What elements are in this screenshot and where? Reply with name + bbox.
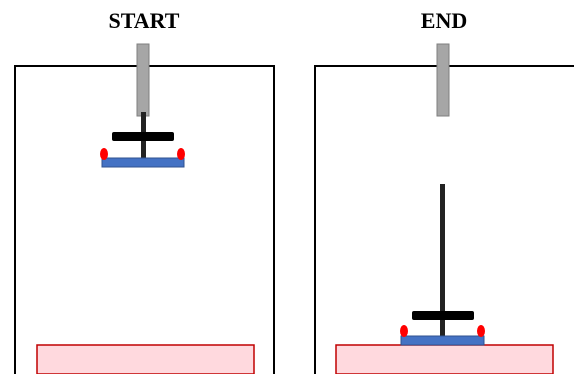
end-panel-title: END [420, 8, 468, 33]
start-panel-title: START [108, 8, 180, 33]
end-contact-left [400, 325, 408, 337]
start-crossbar [112, 132, 174, 141]
start-panel [14, 43, 275, 374]
start-actuator-cylinder [136, 43, 150, 117]
start-contact-left [100, 148, 108, 160]
end-panel [314, 43, 574, 374]
start-target-block [36, 344, 255, 374]
end-panel-frame [314, 65, 574, 374]
start-contact-right [177, 148, 185, 160]
end-crossbar [412, 311, 474, 320]
end-platform [400, 335, 485, 346]
end-piston-rod [440, 184, 445, 338]
start-platform [101, 157, 185, 168]
end-actuator-cylinder [436, 43, 450, 117]
end-target-block [335, 344, 554, 374]
end-contact-right [477, 325, 485, 337]
